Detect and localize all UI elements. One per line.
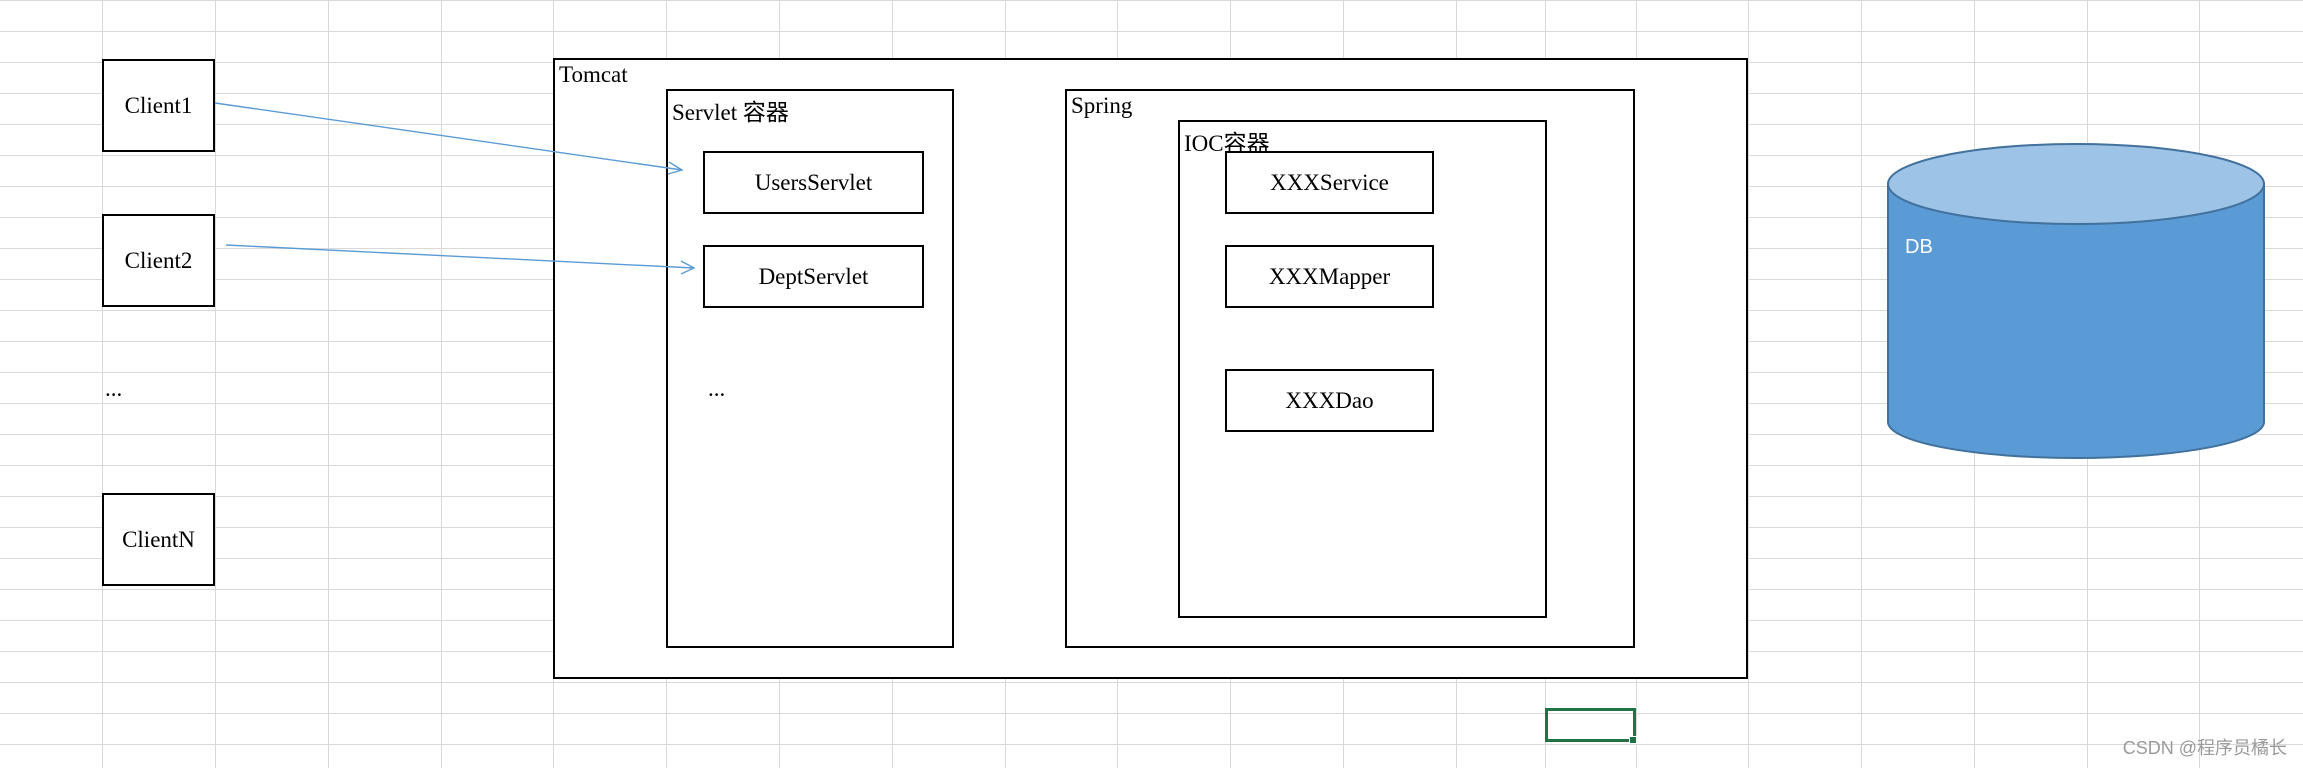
column-gridline: [215, 0, 216, 768]
watermark: CSDN @程序员橘长: [2122, 738, 2287, 758]
servlet-container-title: Servlet 容器: [672, 100, 789, 125]
column-gridline: [1748, 0, 1749, 768]
column-gridline: [328, 0, 329, 768]
client2-label: Client2: [124, 247, 193, 273]
dept-servlet-box: DeptServlet: [703, 245, 924, 308]
clientn-box: ClientN: [102, 493, 215, 586]
clients-ellipsis: ...: [105, 376, 123, 401]
dept-servlet-label: DeptServlet: [758, 263, 869, 289]
row-gridline: [0, 682, 2303, 683]
database-top: [1887, 143, 2265, 225]
xxx-service-label: XXXService: [1270, 169, 1389, 195]
database-cylinder: [1887, 143, 2265, 459]
xxx-dao-box: XXXDao: [1225, 369, 1434, 432]
users-servlet-label: UsersServlet: [754, 169, 873, 195]
column-gridline: [102, 0, 103, 768]
xxx-mapper-label: XXXMapper: [1268, 263, 1391, 289]
row-gridline: [0, 0, 2303, 1]
column-gridline: [441, 0, 442, 768]
client1-label: Client1: [124, 92, 193, 118]
spring-title: Spring: [1071, 93, 1133, 118]
database-body: [1887, 183, 2265, 459]
tomcat-title: Tomcat: [559, 62, 628, 87]
client2-box: Client2: [102, 214, 215, 307]
row-gridline: [0, 31, 2303, 32]
servlets-ellipsis: ...: [708, 376, 726, 401]
client1-box: Client1: [102, 59, 215, 152]
xxx-service-box: XXXService: [1225, 151, 1434, 214]
xxx-dao-label: XXXDao: [1285, 387, 1374, 413]
xxx-mapper-box: XXXMapper: [1225, 245, 1434, 308]
selected-cell[interactable]: [1545, 708, 1636, 742]
database-label: DB: [1905, 236, 1933, 258]
column-gridline: [1861, 0, 1862, 768]
row-gridline: [0, 713, 2303, 714]
clientn-label: ClientN: [122, 526, 195, 552]
row-gridline: [0, 744, 2303, 745]
users-servlet-box: UsersServlet: [703, 151, 924, 214]
fill-handle[interactable]: [1629, 736, 1637, 744]
